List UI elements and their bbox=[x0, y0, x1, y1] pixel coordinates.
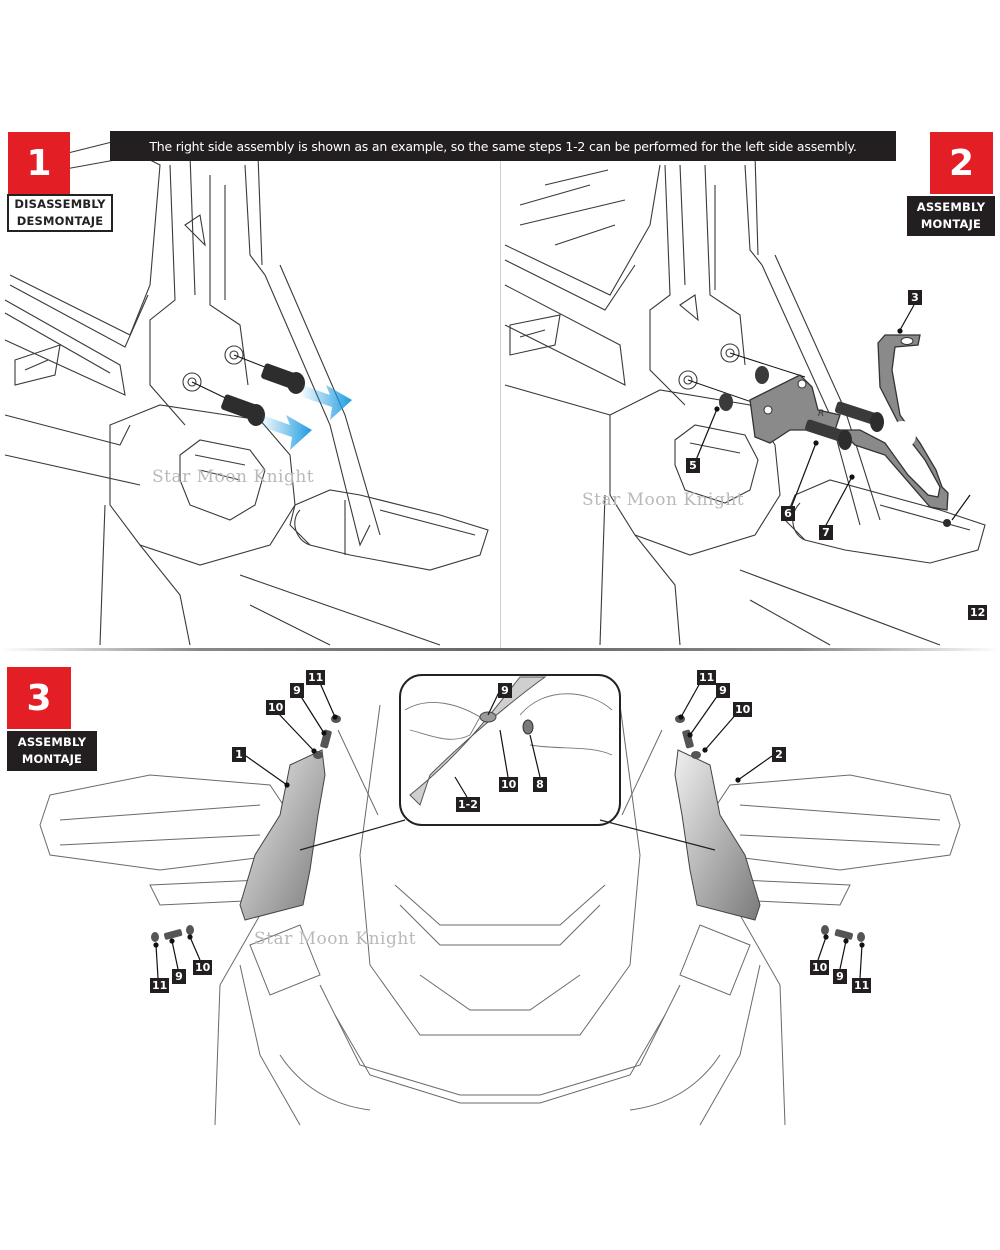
washer-icon bbox=[719, 366, 769, 411]
part-callout: 1-2 bbox=[456, 797, 480, 812]
step-caption-en: ASSEMBLY bbox=[916, 200, 986, 214]
part-callout: 11 bbox=[852, 978, 872, 993]
step-1-panel: 1 DISASSEMBLY DESMONTAJE Star Moon Knigh… bbox=[0, 125, 500, 650]
part-callout: 10 bbox=[810, 960, 830, 975]
part-callout: 11 bbox=[150, 978, 170, 993]
part-callout: 5 bbox=[686, 458, 700, 473]
removal-arrow-icon bbox=[262, 385, 352, 450]
step-caption-es: DESMONTAJE bbox=[16, 214, 104, 228]
part-callout: 10 bbox=[193, 960, 213, 975]
step-caption: ASSEMBLY MONTAJE bbox=[907, 196, 995, 236]
part-callout: 9 bbox=[833, 969, 847, 984]
step-number-badge: 2 bbox=[930, 132, 993, 194]
part-callout: 2 bbox=[772, 747, 786, 762]
step-caption-en: ASSEMBLY bbox=[17, 735, 87, 749]
step-3-panel: 3 ASSEMBLY MONTAJE 11 9 10 1 11 9 10 2 9… bbox=[0, 655, 1000, 1130]
part-callout: 6 bbox=[781, 506, 795, 521]
part-callout: 8 bbox=[533, 777, 547, 792]
step-2-panel: R 2 ASSEMBLY MONTAJE 3 5 6 7 12 Star Moo… bbox=[500, 125, 1000, 650]
part-callout: 12 bbox=[968, 605, 988, 620]
instruction-banner: The right side assembly is shown as an e… bbox=[110, 131, 896, 161]
part-callout: 9 bbox=[716, 683, 730, 698]
step-number-badge: 3 bbox=[7, 667, 71, 729]
step-caption-en: DISASSEMBLY bbox=[14, 197, 106, 211]
part-callout: 11 bbox=[697, 670, 717, 685]
watermark: Star Moon Knight bbox=[254, 929, 417, 949]
step-caption: DISASSEMBLY DESMONTAJE bbox=[7, 194, 113, 232]
instruction-banner-text: The right side assembly is shown as an e… bbox=[149, 138, 857, 154]
watermark: Star Moon Knight bbox=[582, 490, 745, 510]
front-view-illustration bbox=[39, 674, 961, 1126]
detail-inset bbox=[399, 674, 621, 826]
part-callout: 11 bbox=[306, 670, 326, 685]
step-caption-es: MONTAJE bbox=[920, 217, 982, 231]
panel-divider bbox=[500, 160, 501, 650]
part-callout: 9 bbox=[290, 683, 304, 698]
part-callout: 1 bbox=[232, 747, 246, 762]
part-callout: 9 bbox=[498, 683, 512, 698]
step-number-badge: 1 bbox=[8, 132, 70, 194]
part-callout: 7 bbox=[819, 525, 833, 540]
step-caption-es: MONTAJE bbox=[21, 752, 83, 766]
disassembly-illustration bbox=[4, 139, 489, 646]
part-callout: 10 bbox=[266, 700, 286, 715]
bracket-arm bbox=[838, 334, 949, 511]
bracket-mark: R bbox=[818, 409, 824, 419]
deflector-right bbox=[674, 749, 761, 921]
assembly-illustration: R bbox=[504, 154, 986, 646]
part-callout: 10 bbox=[733, 702, 753, 717]
deflector-left bbox=[239, 749, 326, 921]
section-divider bbox=[0, 648, 1000, 651]
screw-icon bbox=[221, 363, 305, 426]
watermark: Star Moon Knight bbox=[152, 467, 315, 487]
part-callout: 9 bbox=[172, 969, 186, 984]
step-caption: ASSEMBLY MONTAJE bbox=[7, 731, 97, 771]
screw-icon bbox=[804, 401, 884, 450]
part-callout: 10 bbox=[499, 777, 519, 792]
part-callout: 3 bbox=[908, 290, 922, 305]
nut-icon bbox=[943, 519, 951, 527]
